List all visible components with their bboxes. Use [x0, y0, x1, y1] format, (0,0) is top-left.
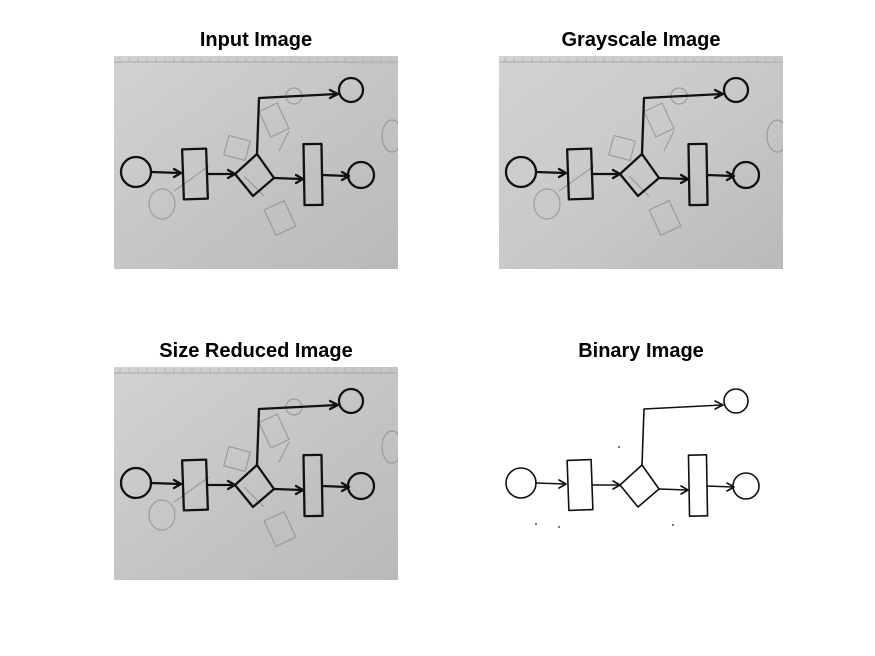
ghost-stroke	[173, 441, 290, 508]
arrow-line	[149, 170, 182, 175]
end-circle-right	[346, 471, 376, 501]
binary-background	[499, 367, 783, 580]
size-reduced-image	[114, 367, 398, 580]
end-circle-top	[337, 387, 365, 415]
arrow-line	[657, 176, 689, 181]
arrow-line	[320, 484, 350, 489]
ghost-circle	[148, 188, 176, 220]
arrow-head	[172, 478, 183, 490]
ghost-box	[223, 445, 251, 473]
arrow-line	[641, 404, 723, 466]
arrow-line	[255, 403, 339, 467]
panel-title-binary-image: Binary Image	[578, 340, 704, 362]
noise-speck	[618, 446, 620, 448]
ghost-box	[263, 510, 297, 548]
ghost-box	[223, 134, 251, 162]
ghost-stroke	[173, 130, 290, 197]
arrow-line	[658, 488, 688, 491]
panel-title-size-reduced-image: Size Reduced Image	[159, 340, 353, 362]
end-circle-top	[723, 388, 749, 414]
arrow-line	[320, 173, 350, 178]
ghost-circle	[148, 499, 176, 531]
arrow-head	[714, 400, 724, 410]
ghost-box	[648, 199, 682, 237]
arrow-line	[640, 92, 724, 156]
arrow-head	[557, 167, 568, 179]
end-circle-right	[346, 160, 376, 190]
binary-image	[499, 367, 783, 580]
arrow-head	[558, 479, 567, 489]
grayscale-image	[499, 56, 783, 269]
arrow-line	[535, 482, 566, 485]
ghost-box	[608, 134, 636, 162]
arrow-line	[272, 487, 304, 492]
end-circle-top	[337, 76, 365, 104]
noise-speck	[535, 523, 537, 525]
ghost-circle	[381, 119, 398, 153]
ghost-box	[643, 102, 675, 138]
ghost-circle	[381, 430, 398, 464]
arrow-head	[713, 88, 725, 100]
ghost-box	[258, 413, 290, 449]
ghost-stroke	[558, 130, 675, 197]
ghost-circle	[766, 119, 783, 153]
end-circle-right	[731, 160, 761, 190]
end-circle-top	[722, 76, 750, 104]
arrow-line	[534, 170, 567, 175]
arrow-head	[726, 482, 735, 492]
arrow-line	[149, 481, 182, 486]
end-circle-right	[732, 472, 760, 500]
arrow-line	[705, 173, 735, 178]
arrow-head	[328, 88, 340, 100]
panel-title-input-image: Input Image	[199, 29, 313, 51]
arrow-head	[328, 399, 340, 411]
paper-background	[114, 367, 398, 580]
noise-speck	[558, 526, 560, 528]
arrow-line	[255, 92, 339, 156]
arrow-line	[272, 176, 304, 181]
input-image	[114, 56, 398, 269]
arrow-line	[706, 485, 734, 488]
panel-title-grayscale-image: Grayscale Image	[561, 29, 721, 51]
paper-background	[114, 56, 398, 269]
ghost-box	[258, 102, 290, 138]
noise-speck	[672, 524, 674, 526]
ghost-box	[263, 199, 297, 237]
arrow-head	[172, 167, 183, 179]
ghost-circle	[533, 188, 561, 220]
arrow-head	[680, 485, 689, 495]
paper-background	[499, 56, 783, 269]
